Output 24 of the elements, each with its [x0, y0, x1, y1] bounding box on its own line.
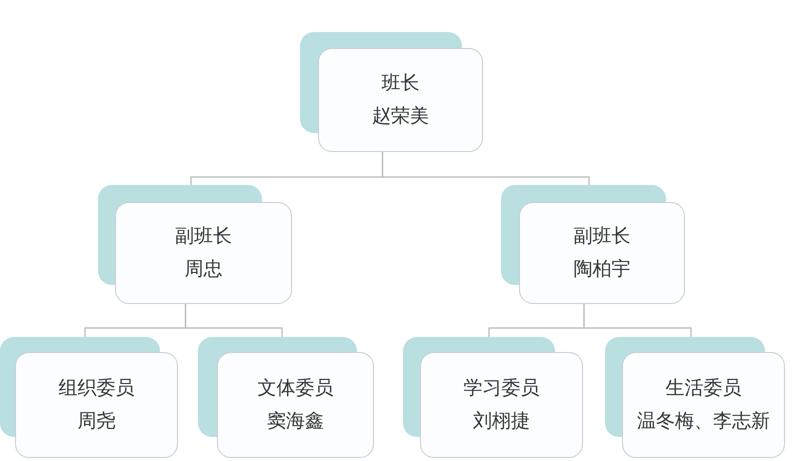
role-title: 班长 — [382, 71, 420, 96]
org-card — [420, 352, 583, 458]
org-card — [15, 352, 178, 458]
org-card — [115, 202, 292, 304]
connector-line — [583, 304, 692, 337]
org-card — [217, 352, 374, 458]
member-name: 赵荣美 — [372, 104, 429, 129]
member-name: 窦海鑫 — [267, 409, 324, 434]
org-card — [622, 352, 785, 458]
org-card — [318, 48, 483, 152]
member-name: 温冬梅、李志新 — [637, 409, 770, 434]
role-title: 副班长 — [175, 224, 232, 249]
connector-line — [382, 152, 590, 187]
member-name: 刘栩捷 — [473, 409, 530, 434]
member-name: 周忠 — [184, 257, 222, 282]
connector-line — [184, 304, 283, 337]
role-title: 组织委员 — [58, 376, 134, 401]
role-title: 学习委员 — [464, 376, 540, 401]
role-title: 文体委员 — [258, 376, 334, 401]
role-title: 生活委员 — [666, 376, 742, 401]
member-name: 周尧 — [78, 409, 116, 434]
role-title: 副班长 — [574, 224, 630, 249]
org-card — [519, 202, 685, 304]
member-name: 陶柏宇 — [574, 257, 630, 282]
